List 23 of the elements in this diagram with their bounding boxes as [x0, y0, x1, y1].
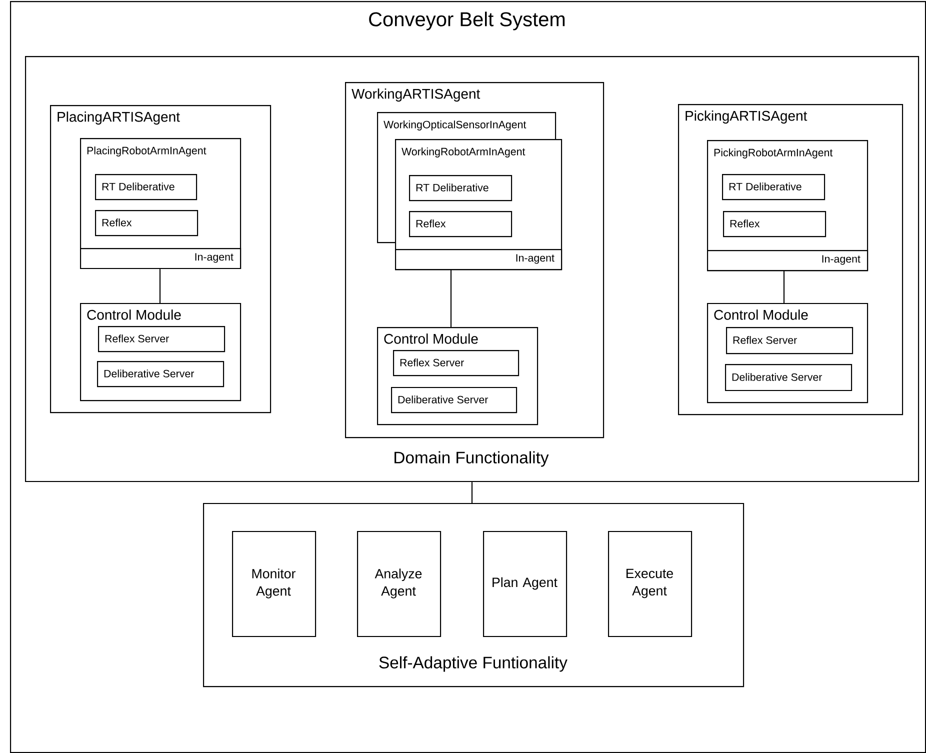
in-agent-band: In-agent	[395, 249, 562, 270]
component-box: RT Deliberative	[95, 174, 198, 200]
component-box: Reflex	[95, 210, 198, 236]
server-box: Deliberative Server	[725, 364, 852, 392]
component-box: Reflex	[409, 211, 512, 238]
agent-box: Analyze Agent	[357, 531, 442, 638]
in-agent-band: In-agent	[707, 250, 868, 272]
component-box: Reflex	[723, 211, 826, 238]
agent-box: Plan Agent	[483, 531, 568, 638]
connector-line	[450, 270, 452, 327]
component-box: RT Deliberative	[409, 175, 512, 202]
component-box: RT Deliberative	[722, 174, 826, 200]
connector-line	[471, 482, 473, 503]
connector-line	[783, 271, 785, 303]
server-box: Deliberative Server	[97, 361, 224, 388]
server-box: Reflex Server	[98, 326, 226, 352]
in-agent-band: In-agent	[80, 248, 242, 270]
agent-box: Monitor Agent	[232, 531, 316, 638]
server-box: Reflex Server	[393, 350, 520, 376]
agent-box: Execute Agent	[608, 531, 692, 638]
connector-line	[159, 269, 161, 303]
server-box: Deliberative Server	[391, 387, 518, 414]
server-box: Reflex Server	[726, 327, 854, 354]
